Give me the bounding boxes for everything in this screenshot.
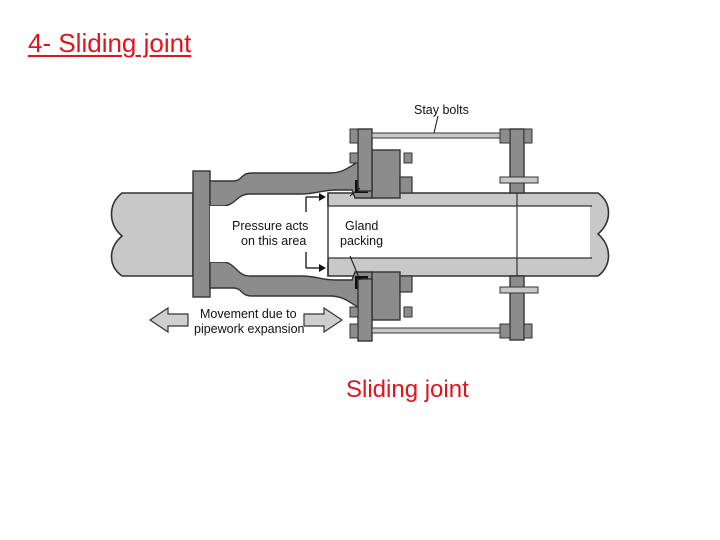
pressure-arrows: [305, 193, 326, 272]
stay-bolts-label: Stay bolts: [414, 103, 469, 117]
body-casing: [192, 161, 373, 308]
gland-label-line2: packing: [340, 234, 383, 248]
left-pipe: [110, 192, 194, 277]
gland-bolts: [349, 152, 539, 318]
slide-title: 4- Sliding joint: [28, 28, 192, 58]
gland-label-line1: Gland: [345, 219, 378, 233]
pressure-label-line1: Pressure acts: [232, 219, 308, 233]
movement-label-line1: Movement due to: [200, 307, 297, 321]
figure-caption: Sliding joint: [346, 376, 469, 403]
right-pipe: [327, 192, 610, 277]
movement-label-line2: pipework expansion: [194, 322, 305, 336]
pressure-label-line2: on this area: [241, 234, 306, 248]
gland-leaders: [349, 115, 439, 281]
movement-arrows: [148, 306, 344, 334]
stay-bolt-top: [349, 128, 533, 144]
stay-bolt-bottom: [349, 323, 533, 339]
